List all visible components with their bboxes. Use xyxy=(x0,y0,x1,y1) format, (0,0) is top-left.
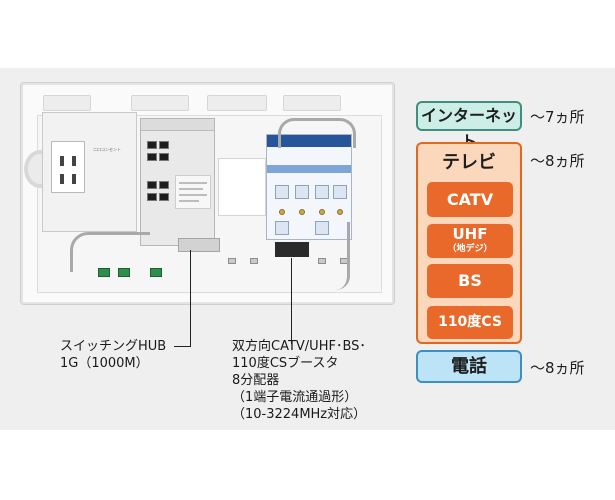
green-terminal xyxy=(150,268,162,277)
phone-label: 電話 xyxy=(416,350,522,383)
label-line xyxy=(179,182,207,184)
ethernet-port xyxy=(159,141,169,149)
f-connector xyxy=(250,258,258,264)
booster-terminal xyxy=(315,185,329,199)
tv-uhf-subtext: （地デジ） xyxy=(447,244,493,254)
tv-group: テレビ CATV UHF （地デジ） BS 110度CS xyxy=(416,142,522,344)
label-line xyxy=(179,188,203,190)
ethernet-port xyxy=(159,193,169,201)
ethernet-port xyxy=(147,141,157,149)
outlet-unit: 二口コンセント xyxy=(42,112,137,232)
internet-count: 〜7ヵ所 xyxy=(530,108,585,126)
panel-slot xyxy=(43,95,91,111)
booster-band xyxy=(267,165,351,173)
ethernet-port xyxy=(147,153,157,161)
tv-uhf-text: UHF xyxy=(452,225,488,243)
booster-annotation: 双方向CATV/UHF･BS･ 110度CSブースタ 8分配器 （1端子電流通過… xyxy=(232,339,367,422)
f-connector xyxy=(228,258,236,264)
booster-terminal xyxy=(275,185,289,199)
booster-terminal xyxy=(295,185,309,199)
tv-cs-badge: 110度CS xyxy=(427,306,513,339)
coax-cable xyxy=(278,118,356,148)
network-cable xyxy=(70,232,150,272)
outlet-slot xyxy=(72,174,76,184)
tv-bs-badge: BS xyxy=(427,264,513,298)
outlet-face xyxy=(51,141,85,193)
hub-top-strip xyxy=(141,119,214,131)
label-line xyxy=(179,200,199,202)
connector-strip xyxy=(178,238,220,252)
outlet-slot xyxy=(60,156,64,166)
panel-slot xyxy=(283,95,341,111)
outlet-slot xyxy=(72,156,76,166)
booster-terminal xyxy=(315,221,329,235)
outlet-slot xyxy=(60,174,64,184)
tv-label: テレビ xyxy=(442,152,496,173)
booster-terminal xyxy=(275,221,289,235)
hub-leader-line xyxy=(174,346,190,347)
f-connector xyxy=(318,258,326,264)
booster-dial xyxy=(279,209,285,215)
phone-count: 〜8ヵ所 xyxy=(530,359,585,377)
hub-annotation: スイッチングHUB 1G（1000M） xyxy=(60,339,167,371)
hub-label-plate xyxy=(175,175,211,209)
ethernet-port xyxy=(159,153,169,161)
ethernet-port xyxy=(147,181,157,189)
panel-slot xyxy=(207,95,267,111)
switching-hub xyxy=(140,118,215,246)
label-line xyxy=(179,194,207,196)
blank-cover-plate xyxy=(218,158,266,216)
green-terminal xyxy=(98,268,110,277)
green-terminal xyxy=(118,268,130,277)
panel-slot xyxy=(131,95,189,111)
booster-terminal xyxy=(333,185,347,199)
splitter-output-block xyxy=(275,242,309,257)
booster-dial xyxy=(299,209,305,215)
booster-dial xyxy=(319,209,325,215)
ethernet-port xyxy=(147,193,157,201)
booster-leader-line xyxy=(291,258,292,344)
outlet-small-text: 二口コンセント xyxy=(93,147,121,152)
internet-label: インターネット xyxy=(416,101,522,151)
tv-count: 〜8ヵ所 xyxy=(530,152,585,170)
tv-catv-badge: CATV xyxy=(427,182,513,217)
booster-dial xyxy=(337,209,343,215)
hub-leader-line xyxy=(190,250,191,347)
tv-uhf-badge: UHF （地デジ） xyxy=(427,224,513,258)
ethernet-port xyxy=(159,181,169,189)
coax-cable xyxy=(330,222,350,290)
